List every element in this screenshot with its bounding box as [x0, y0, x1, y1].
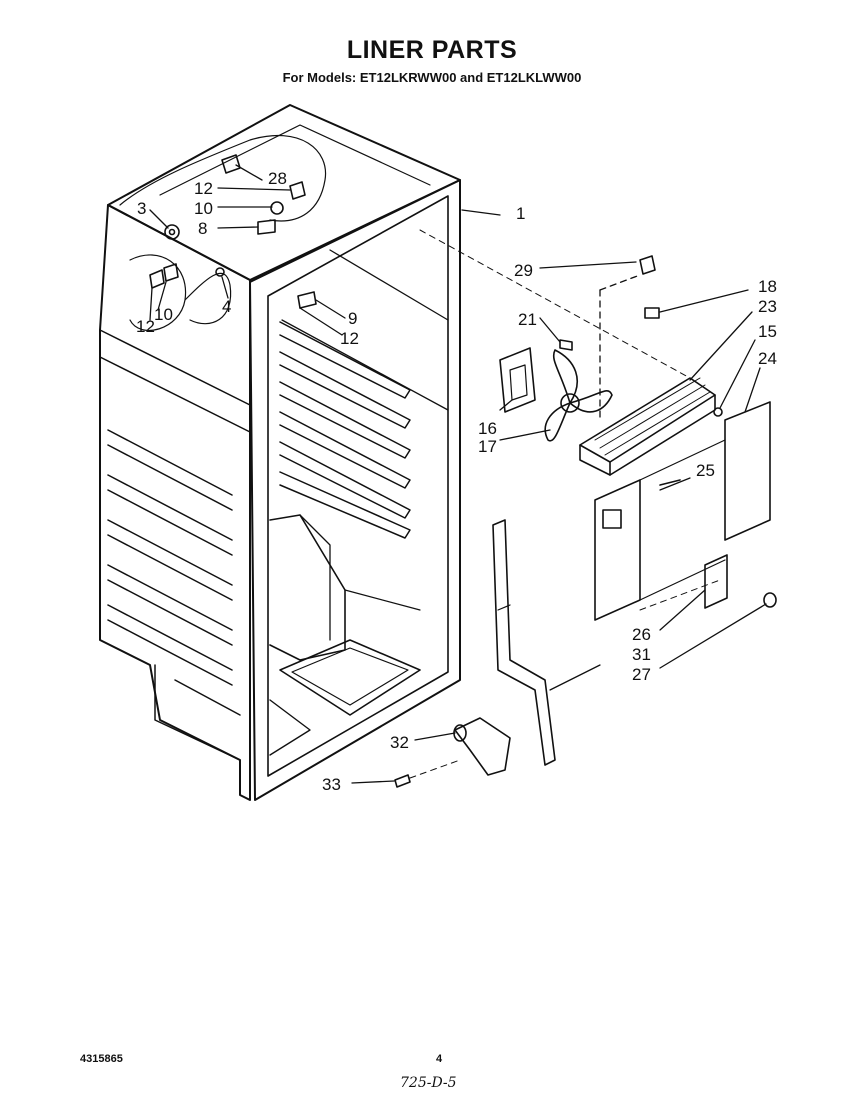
part-17-fan-blade: [544, 349, 613, 442]
part-3-nut-hole: [168, 228, 176, 236]
part-12-clip: [289, 181, 306, 200]
handwritten-note: 725-D-5: [400, 1075, 457, 1091]
callout-24: 24: [758, 349, 777, 368]
callout-23: 23: [758, 297, 777, 316]
callout-32: 32: [390, 733, 409, 752]
leader-lines: [149, 164, 767, 784]
part-23-duct-side: [579, 444, 611, 476]
fan-hub: [560, 393, 580, 413]
part-10-grommet: [270, 201, 284, 215]
callout-8: 8: [198, 219, 208, 238]
callout-12-left: 12: [136, 317, 155, 336]
callout-15: 15: [758, 322, 777, 341]
callout-3: 3: [137, 199, 147, 218]
part-8-plug: [257, 219, 276, 235]
part-3-nut: [164, 224, 180, 240]
callout-21: 21: [518, 310, 537, 329]
callout-18: 18: [758, 277, 777, 296]
part-25-panel: [594, 479, 641, 621]
part-18-bushing: [644, 307, 660, 319]
callout-28: 28: [268, 169, 287, 188]
document-number: 4315865: [80, 1053, 123, 1065]
callout-12-top: 12: [194, 179, 213, 198]
duct-slots: [594, 377, 711, 456]
part-21-screw: [559, 339, 573, 351]
part-16-motor-bracket: [499, 347, 536, 413]
callout-27: 27: [632, 665, 651, 684]
trough-divider: [497, 604, 511, 611]
part-12-left-clip: [149, 269, 165, 289]
callout-1: 1: [516, 204, 526, 223]
part-28-bracket: [221, 154, 241, 174]
part-29-clip: [639, 255, 656, 275]
callout-12-mid: 12: [340, 329, 359, 348]
part-25-screw: [659, 479, 681, 486]
callout-17: 17: [478, 437, 497, 456]
page-title: LINER PARTS: [346, 36, 518, 64]
cover-panels: [594, 401, 777, 621]
drain-spout: [394, 717, 511, 788]
callout-25: 25: [696, 461, 715, 480]
motor-body: [509, 364, 528, 401]
part-10-left-grommet: [163, 263, 179, 282]
callout-31: 31: [632, 645, 651, 664]
callout-4: 4: [222, 297, 232, 316]
fan-assembly: [499, 339, 613, 442]
part-33-screw: [394, 774, 411, 788]
callout-33: 33: [322, 775, 341, 794]
part-31-trough: [492, 519, 556, 766]
callout-10-top: 10: [194, 199, 213, 218]
panel-depth-lines: [639, 439, 726, 601]
part-15-screw: [713, 407, 723, 417]
callout-10-left: 10: [154, 305, 173, 324]
callout-16: 16: [478, 419, 497, 438]
heater-duct: [579, 255, 723, 476]
callout-26: 26: [632, 625, 651, 644]
panel-opening: [602, 509, 622, 529]
part-26-plate: [704, 554, 728, 609]
callout-9: 9: [348, 309, 358, 328]
drain-trough: [492, 519, 556, 766]
part-9-bracket: [297, 291, 317, 309]
cabinet-liner: [99, 104, 461, 801]
top-hardware: [149, 154, 317, 309]
callout-29: 29: [514, 261, 533, 280]
part-4-screw: [215, 267, 225, 277]
model-subtitle: For Models: ET12LKRWW00 and ET12LKLWW00: [282, 70, 582, 85]
part-32-spout: [454, 717, 511, 776]
page-number: 4: [436, 1053, 443, 1065]
part-27-plug: [763, 592, 777, 608]
part-24-cover: [724, 401, 771, 541]
